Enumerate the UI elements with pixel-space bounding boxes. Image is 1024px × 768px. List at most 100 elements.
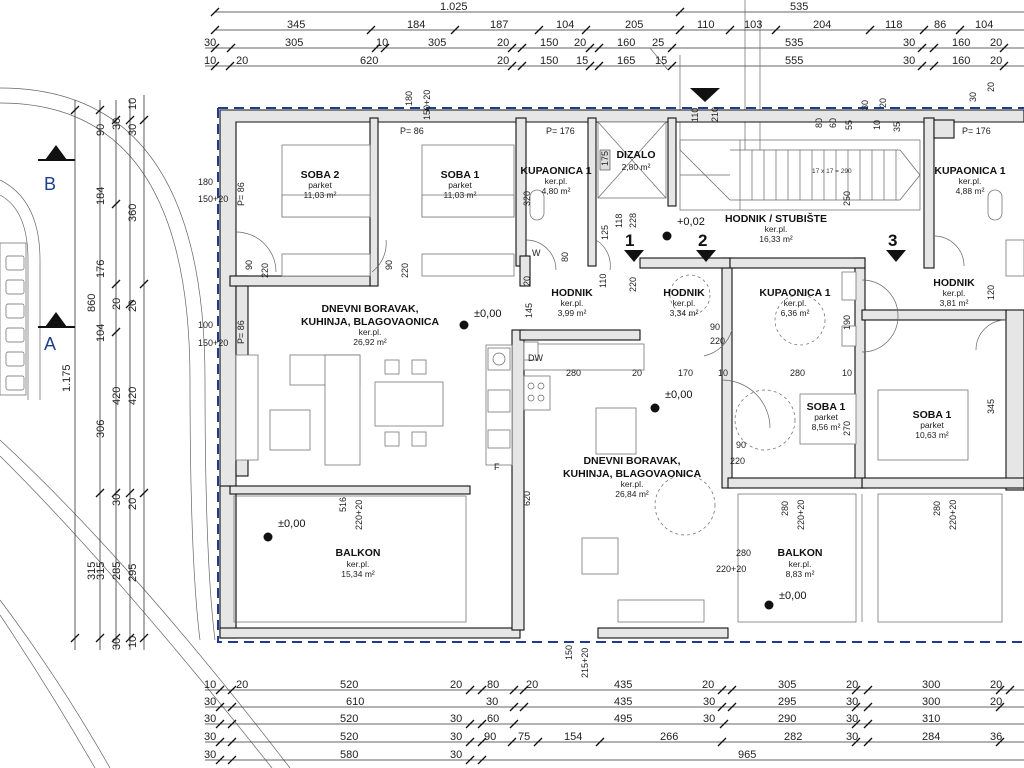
bottom-dim-r3-30d: 30 [846,713,858,725]
level-1: ±0,00 [474,308,501,320]
label-120: 120 [986,285,996,300]
bottom-dim-r4-520: 520 [340,731,358,743]
furniture [235,144,1024,623]
svg-text:SOBA 1: SOBA 1 [913,409,952,421]
bottom-dim-r1-520: 520 [340,679,358,691]
label-35: 35 [892,122,902,132]
balcony-frames [233,493,1003,623]
top-dim-150b: 150 [540,55,558,67]
top-dim-15b: 15 [655,55,667,67]
room-labels: SOBA 2 parket 11,03 m² SOBA 1 parket 11,… [301,149,1006,579]
stairs: 17 x 17 = 290 [679,139,921,211]
bottom-dim-r1-20d: 20 [702,679,714,691]
label-150-20-b: 150+20 [198,194,228,204]
label-190: 190 [842,315,852,330]
svg-text:16,33 m²: 16,33 m² [759,234,793,244]
label-345: 345 [986,399,996,414]
left-dim-420a: 420 [111,387,123,405]
top-dim-160a: 160 [617,37,635,49]
bottom-dim-r2-300: 300 [922,696,940,708]
svg-text:HODNIK / STUBIŠTE: HODNIK / STUBIŠTE [725,212,827,225]
bottom-dim-r1-10: 10 [204,679,216,691]
bottom-dim-r4-284: 284 [922,731,940,743]
room-soba-1-a: SOBA 1 parket 11,03 m² [441,169,480,200]
label-10-b: 10 [842,368,852,378]
label-80-b: 80 [814,118,824,128]
top-dim-20b: 20 [574,37,586,49]
top-dim-30a: 30 [204,37,216,49]
label-220-b: 220 [400,263,410,278]
svg-text:ker.pl.: ker.pl. [943,288,966,298]
left-dim-20c: 20 [127,498,139,510]
axis-mark-3: 3 [888,231,897,250]
svg-text:DIZALO: DIZALO [616,149,655,161]
label-280-d: 280 [736,548,751,558]
room-soba-1-c: SOBA 1 parket 10,63 m² [913,409,952,440]
left-dim-315a: 315 [86,562,98,580]
bottom-dim-r5-580: 580 [340,749,358,761]
top-dim-104b: 104 [975,19,993,31]
svg-text:8,83 m²: 8,83 m² [786,569,815,579]
svg-text:3,81 m²: 3,81 m² [940,298,969,308]
bottom-dim-r2-610: 610 [346,696,364,708]
bottom-dim-r1-305: 305 [778,679,796,691]
top-dim-305b: 305 [428,37,446,49]
svg-text:SOBA 2: SOBA 2 [301,169,340,181]
bottom-dim-r2-30b: 30 [486,696,498,708]
bottom-dim-r1-20c: 20 [526,679,538,691]
bottom-dim-r2-30d: 30 [846,696,858,708]
label-150-20-c: 150+20 [198,338,228,348]
bottom-dim-r2-30a: 30 [204,696,216,708]
label-210: 210 [710,107,720,122]
top-dim-20d: 20 [236,55,248,67]
bottom-dim-r5-965: 965 [738,749,756,761]
bottom-dim-r2-295: 295 [778,696,796,708]
svg-text:DNEVNI BORAVAK,: DNEVNI BORAVAK, [321,303,418,315]
left-dim-1175: 1.175 [61,364,73,392]
label-dw: DW [528,353,543,363]
label-p176-a: P= 176 [546,126,575,136]
svg-text:26,92 m²: 26,92 m² [353,337,387,347]
room-dnevni-boravak-1: DNEVNI BORAVAK, KUHINJA, BLAGOVAONICA ke… [301,303,439,347]
label-250: 250 [842,191,852,206]
top-dim-535a: 535 [790,1,808,13]
svg-text:BALKON: BALKON [336,547,381,559]
left-dimension-texts: 1.175 860 315 90 184 176 104 306 315 30 … [61,98,139,650]
svg-text:parket: parket [308,180,332,190]
label-100: 100 [198,320,213,330]
label-516: 516 [338,497,348,512]
label-20-d: 20 [986,82,996,92]
top-dim-20c: 20 [990,37,1002,49]
top-dim-187: 187 [490,19,508,31]
svg-text:4,80 m²: 4,80 m² [542,186,571,196]
bottom-dim-r1-20a: 20 [236,679,248,691]
label-150: 150 [564,645,574,660]
top-dim-150a: 150 [540,37,558,49]
level-2: +0,02 [677,216,705,228]
label-220-20-d: 220+20 [948,500,958,530]
label-170: 170 [678,368,693,378]
label-90-a: 90 [244,260,254,270]
svg-text:parket: parket [814,412,838,422]
top-dim-110: 110 [697,19,715,31]
label-10-a: 10 [718,368,728,378]
bottom-dim-r1-435: 435 [614,679,632,691]
room-kupaonica-1-a: KUPAONICA 1 ker.pl. 4,80 m² [520,165,591,196]
label-220-20-b: 220+20 [796,500,806,530]
top-dim-205: 205 [625,19,643,31]
label-280-a: 280 [566,368,581,378]
label-620: 620 [522,491,532,506]
label-180-b: 180 [198,177,213,187]
svg-text:KUHINJA, BLAGOVAONICA: KUHINJA, BLAGOVAONICA [301,316,439,328]
room-dizalo: DIZALO 2,80 m² [616,149,655,172]
label-320: 320 [522,191,532,206]
left-dim-10b: 10 [127,636,139,648]
level-3: ±0,00 [665,389,692,401]
left-dim-420b: 420 [127,387,139,405]
svg-text:BALKON: BALKON [778,547,823,559]
bottom-dim-r1-20b: 20 [450,679,462,691]
left-dim-285: 285 [111,562,123,580]
top-dim-86: 86 [934,19,946,31]
bottom-dim-r4-30b: 30 [450,731,462,743]
svg-text:2,80 m²: 2,80 m² [622,162,651,172]
